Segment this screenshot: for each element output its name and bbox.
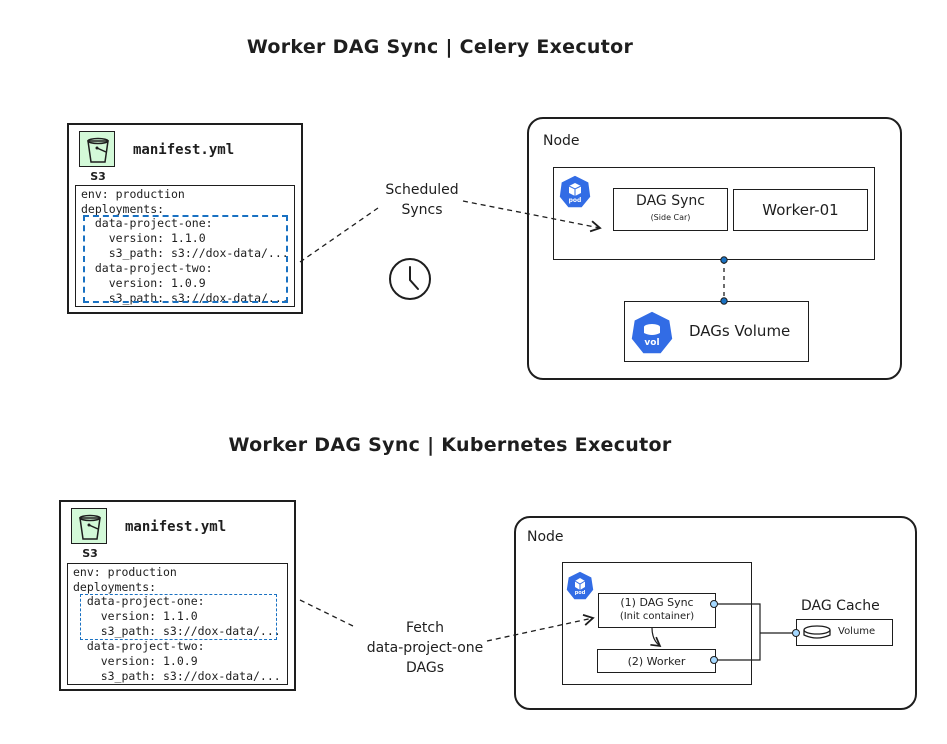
manifest-card: S3 manifest.yml env: production deployme… [67, 123, 303, 314]
deployments-highlight [83, 215, 288, 303]
kubernetes-pod-icon [565, 570, 595, 601]
volume-label: Volume [838, 626, 876, 637]
scheduled-syncs-label: Scheduled Syncs [385, 182, 459, 218]
s3-bucket-icon [79, 131, 115, 167]
manifest-to-fetch-connector [299, 599, 354, 627]
bucket-icon [79, 514, 101, 540]
manifest-line-path-two: s3_path: s3://dox-data/... [73, 669, 281, 683]
manifest-line-project-two: data-project-two: [81, 261, 213, 275]
worker-01-box: Worker-01 [733, 189, 868, 231]
pod-icon: pod [558, 174, 592, 210]
s3-label: S3 [90, 170, 106, 183]
manifest-line-version-one: version: 1.1.0 [73, 609, 198, 623]
worker-01-label: Worker-01 [762, 201, 839, 219]
project-one-highlight [80, 594, 277, 640]
manifest-line-version-one: version: 1.1.0 [81, 231, 206, 245]
dag-sync-init-label: (1) DAG Sync [620, 596, 694, 609]
manifest-line-env: env: production [73, 565, 177, 579]
manifest-line-version-two: version: 1.0.9 [81, 276, 206, 290]
dag-sync-sub: (Side Car) [650, 213, 691, 222]
dags-volume-box: vol DAGs Volume [624, 301, 809, 362]
kubernetes-pod-icon [558, 174, 592, 209]
s3-bucket-icon-k8s [71, 508, 107, 544]
manifest-title-k8s: manifest.yml [125, 519, 227, 535]
manifest-line-path-one: s3_path: s3://dox-data/... [73, 624, 281, 638]
node-label-k8s: Node [527, 529, 564, 545]
manifest-line-version-two: version: 1.0.9 [73, 654, 198, 668]
manifest-content: env: production deployments: data-projec… [75, 185, 295, 307]
manifest-line-env: env: production [81, 187, 185, 201]
worker-box-k8s: (2) Worker [597, 649, 716, 673]
celery-section-title: Worker DAG Sync | Celery Executor [246, 36, 634, 58]
manifest-line-project-one: data-project-one: [81, 216, 213, 230]
manifest-line-deployments: deployments: [73, 579, 157, 594]
node-label: Node [543, 133, 580, 149]
manifest-line-path-one: s3_path: s3://dox-data/... [81, 246, 289, 260]
dags-volume-label: DAGs Volume [689, 322, 791, 340]
manifest-card-k8s: S3 manifest.yml env: production deployme… [59, 500, 296, 691]
dag-sync-sidecar: DAG Sync (Side Car) [613, 188, 728, 231]
kubernetes-volume-icon [630, 310, 674, 355]
clock-icon [387, 256, 433, 302]
manifest-line-project-one: data-project-one: [73, 594, 205, 608]
pod-icon-label-k8s: pod [574, 590, 586, 596]
pod-icon-k8s: pod [565, 570, 595, 602]
dag-sync-label: DAG Sync [636, 193, 705, 209]
manifest-content-k8s: env: production deployments: data-projec… [67, 563, 288, 685]
vol-icon: vol [630, 310, 674, 356]
pod-icon-label: pod [568, 197, 582, 204]
dag-cache-label: DAG Cache [801, 598, 880, 614]
worker-label-k8s: (2) Worker [627, 654, 686, 668]
dag-cache-volume-box: Volume [796, 619, 893, 646]
manifest-title: manifest.yml [133, 142, 235, 158]
s3-label-k8s: S3 [82, 547, 98, 560]
kubernetes-section-title: Worker DAG Sync | Kubernetes Executor [228, 434, 672, 456]
vol-icon-label: vol [644, 338, 660, 348]
dag-sync-init-container: (1) DAG Sync (Init container) [598, 593, 716, 628]
dag-sync-init-sub: (Init container) [619, 611, 695, 622]
manifest-to-sync-connector [299, 207, 379, 263]
bucket-icon [87, 137, 109, 163]
manifest-line-project-two: data-project-two: [73, 639, 205, 653]
fetch-label: Fetch data-project-one DAGs [366, 620, 484, 676]
manifest-line-deployments: deployments: [81, 201, 165, 216]
disk-icon [802, 625, 832, 641]
